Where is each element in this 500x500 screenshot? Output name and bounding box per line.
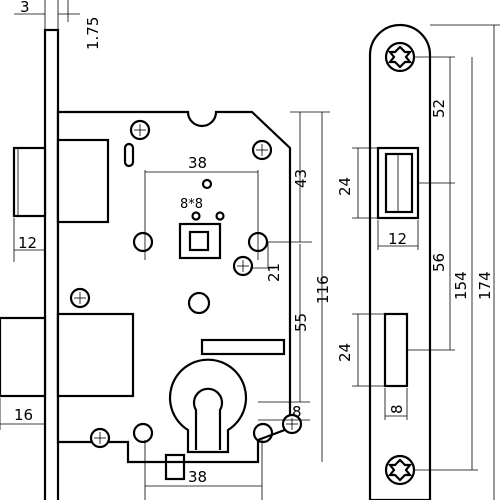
dim-label-55: 55 bbox=[292, 313, 310, 332]
dim-label-16: 16 bbox=[14, 406, 33, 424]
dim-label-174: 174 bbox=[476, 271, 494, 300]
dim-label-24-bottom: 24 bbox=[336, 343, 354, 362]
top-slot bbox=[123, 142, 135, 168]
dim-deadbolt-16: 16 bbox=[0, 398, 45, 430]
pin-hole bbox=[201, 178, 213, 190]
pin-hole bbox=[215, 211, 225, 221]
cylinder-cutout: 8 bbox=[168, 358, 310, 454]
torx-screw-icon bbox=[384, 454, 416, 486]
dim-bottom-38: 38 bbox=[144, 440, 263, 500]
dim-label-38-top: 38 bbox=[188, 154, 207, 172]
spindle-square bbox=[178, 222, 222, 260]
dim-label-8-faceplate: 8 bbox=[388, 404, 406, 414]
screw-icon bbox=[232, 255, 254, 277]
screw-icon bbox=[129, 119, 151, 141]
faceplate-latch-opening bbox=[376, 146, 420, 220]
dim-label-116: 116 bbox=[314, 275, 332, 304]
faceplate-deadbolt-opening bbox=[383, 312, 409, 388]
spindle-dimension-group: 38 8*8 bbox=[144, 154, 259, 260]
screw-icon bbox=[251, 139, 273, 161]
dim-label-8-cylinder: 8 bbox=[292, 403, 302, 421]
mounting-hole bbox=[247, 231, 269, 253]
spindle-size-label: 8*8 bbox=[180, 197, 203, 212]
dim-label-12-faceplate: 12 bbox=[388, 230, 407, 248]
dim-latch-12: 12 bbox=[13, 218, 45, 262]
right-height-dimensions: 43 21 116 55 bbox=[250, 111, 332, 462]
mounting-hole bbox=[132, 231, 154, 253]
mounting-hole bbox=[187, 291, 211, 315]
mid-slot bbox=[200, 338, 286, 356]
screw-icon bbox=[281, 413, 303, 435]
mounting-hole bbox=[132, 422, 154, 444]
torx-screw-icon bbox=[384, 41, 416, 73]
dim-label-154: 154 bbox=[452, 271, 470, 300]
cylinder-cam-tab bbox=[164, 453, 186, 481]
dim-label-1-75: 1.75 bbox=[84, 17, 102, 50]
faceplate-front bbox=[368, 23, 432, 500]
latch-bolt bbox=[12, 138, 110, 224]
dim-label-43: 43 bbox=[292, 169, 310, 188]
screw-icon bbox=[69, 287, 91, 309]
top-left-dimension-group: 3 1.75 bbox=[14, 0, 102, 50]
dim-label-3: 3 bbox=[20, 0, 30, 16]
faceplate-dimensions: 24 12 24 8 52 56 154 174 bbox=[336, 24, 500, 500]
dim-label-24-top: 24 bbox=[336, 177, 354, 196]
dim-label-38-bottom: 38 bbox=[188, 468, 207, 486]
dim-label-56: 56 bbox=[430, 253, 448, 272]
pin-hole bbox=[191, 211, 201, 221]
deadbolt bbox=[0, 312, 135, 398]
screw-icon bbox=[89, 427, 111, 449]
dim-label-21: 21 bbox=[265, 263, 283, 282]
faceplate-side bbox=[43, 28, 60, 500]
dim-label-52: 52 bbox=[430, 99, 448, 118]
mounting-hole bbox=[252, 422, 274, 444]
dim-label-12-left: 12 bbox=[18, 234, 37, 252]
